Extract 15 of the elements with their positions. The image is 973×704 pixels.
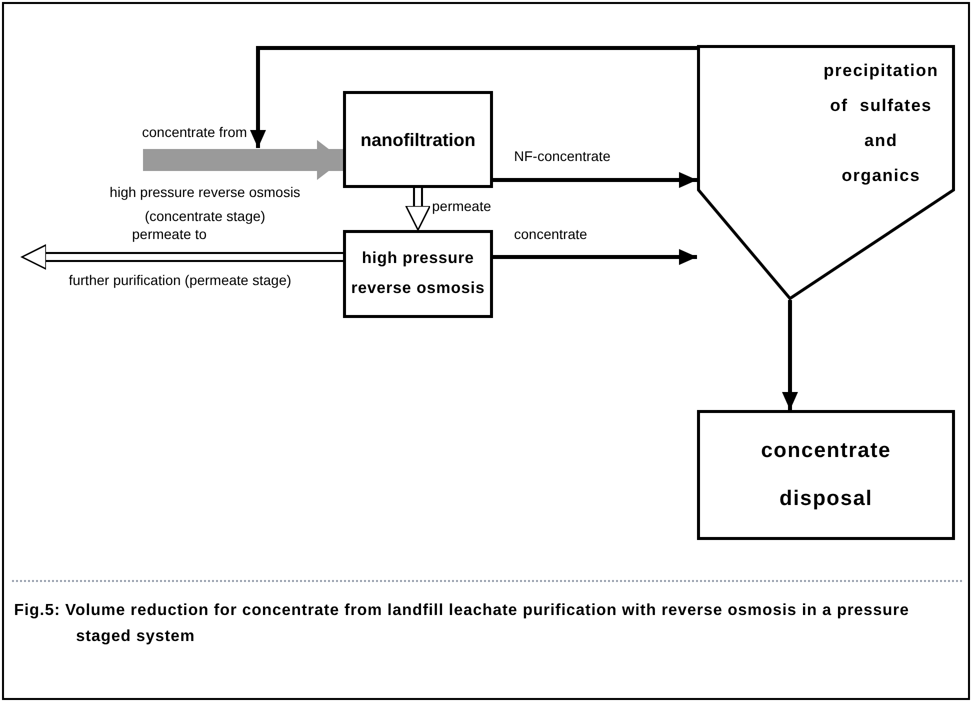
process-label: high pressure reverse osmosis <box>350 249 486 299</box>
arrow <box>250 46 697 148</box>
process-label: concentrate disposal <box>760 438 892 512</box>
arrow <box>493 249 697 265</box>
process-label: precipitation of sulfates and organics <box>822 60 940 187</box>
flow-note: high pressure reverse osmosis (concentrate stage) <box>108 183 302 226</box>
wide-arrow <box>143 140 343 180</box>
process-box <box>343 91 493 188</box>
arrow <box>782 300 798 410</box>
flow-note: further purification (permeate stage) <box>68 271 292 290</box>
process-box <box>343 230 493 318</box>
figure-caption: Fig.5: Volume reduction for concentrate from landfill leachate purification with reverse osmosis in a pressure staged system <box>14 601 910 647</box>
arrow <box>493 172 697 188</box>
process-label: nanofiltration <box>360 128 476 152</box>
process-box <box>697 410 955 540</box>
